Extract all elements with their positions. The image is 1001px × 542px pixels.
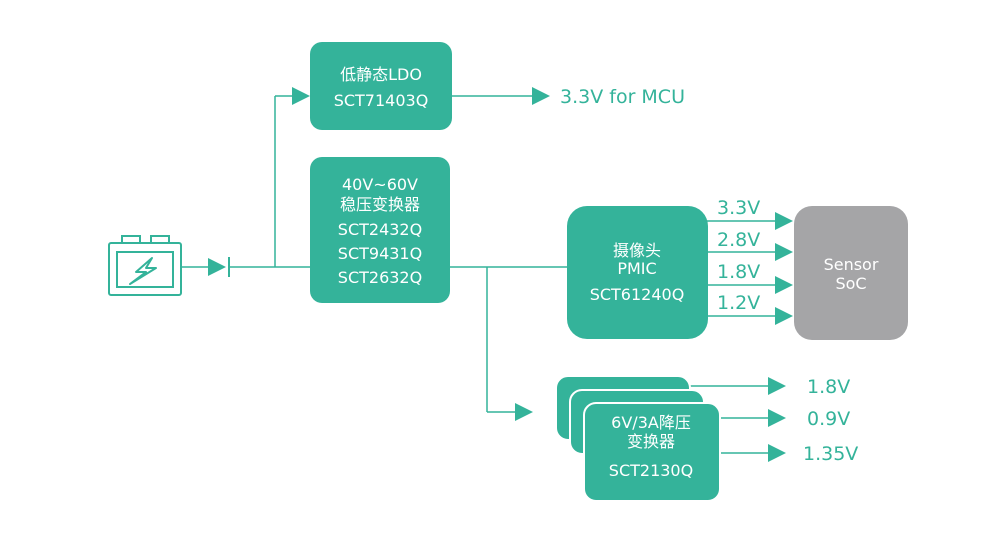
rail-label: 1.2V xyxy=(717,292,760,314)
diode-symbol xyxy=(208,258,226,276)
rail-label: 3.3V xyxy=(717,197,760,219)
converter-output-label: 1.8V xyxy=(807,376,850,398)
pmic-part: SCT61240Q xyxy=(590,285,685,304)
converter-output-label: 0.9V xyxy=(807,408,850,430)
soc-title: Sensor xyxy=(824,255,879,274)
converter-subtitle: 变换器 xyxy=(627,432,675,451)
sensor-soc-box xyxy=(794,206,908,340)
battery-bolt-icon xyxy=(108,235,182,296)
connection-lines xyxy=(181,95,775,454)
buck-part-2: SCT9431Q xyxy=(338,244,422,263)
buck-range: 40V~60V xyxy=(342,175,418,194)
pmic-label: PMIC xyxy=(617,259,656,278)
rail-label: 2.8V xyxy=(717,229,760,251)
converter-title: 6V/3A降压 xyxy=(611,413,691,432)
converter-part: SCT2130Q xyxy=(609,461,693,480)
ldo-box xyxy=(310,42,452,130)
pmic-box xyxy=(567,206,708,339)
buck-part-1: SCT2432Q xyxy=(338,220,422,239)
ldo-output-label: 3.3V for MCU xyxy=(560,86,685,108)
arrowheads xyxy=(208,87,793,462)
ldo-part: SCT71403Q xyxy=(334,91,429,110)
buck-box xyxy=(310,157,450,303)
ldo-title: 低静态LDO xyxy=(340,65,422,84)
converter-output-label: 1.35V xyxy=(803,443,858,465)
buck-title: 稳压变换器 xyxy=(340,195,420,214)
rail-label: 1.8V xyxy=(717,261,760,283)
soc-subtitle: SoC xyxy=(835,274,866,293)
pmic-title: 摄像头 xyxy=(613,241,661,260)
buck-part-3: SCT2632Q xyxy=(338,268,422,287)
converter-box-front xyxy=(583,402,721,502)
